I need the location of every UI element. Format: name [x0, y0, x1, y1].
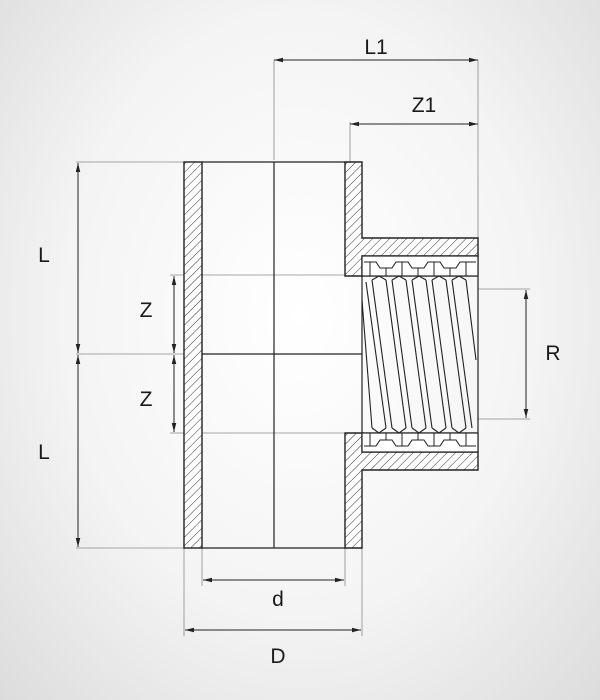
label-L-bottom: L [38, 441, 50, 464]
label-Z-bottom: Z [140, 388, 153, 411]
extension-lines [76, 60, 530, 636]
tee-fitting-body [183, 161, 479, 549]
label-L1: L1 [364, 36, 387, 59]
label-D: D [270, 645, 285, 668]
label-Z-top: Z [140, 299, 153, 322]
dimension-labels: L1 Z1 L L Z Z R d D [38, 36, 560, 668]
label-R: R [545, 342, 560, 365]
thread-band-bottom [361, 432, 479, 453]
helical-threads [361, 275, 477, 434]
thread-band-top [361, 255, 479, 277]
left-wall [183, 161, 203, 549]
dimension-lines [75, 57, 529, 633]
label-d: d [272, 588, 284, 611]
label-Z1: Z1 [412, 94, 437, 117]
label-L-top: L [38, 244, 50, 267]
